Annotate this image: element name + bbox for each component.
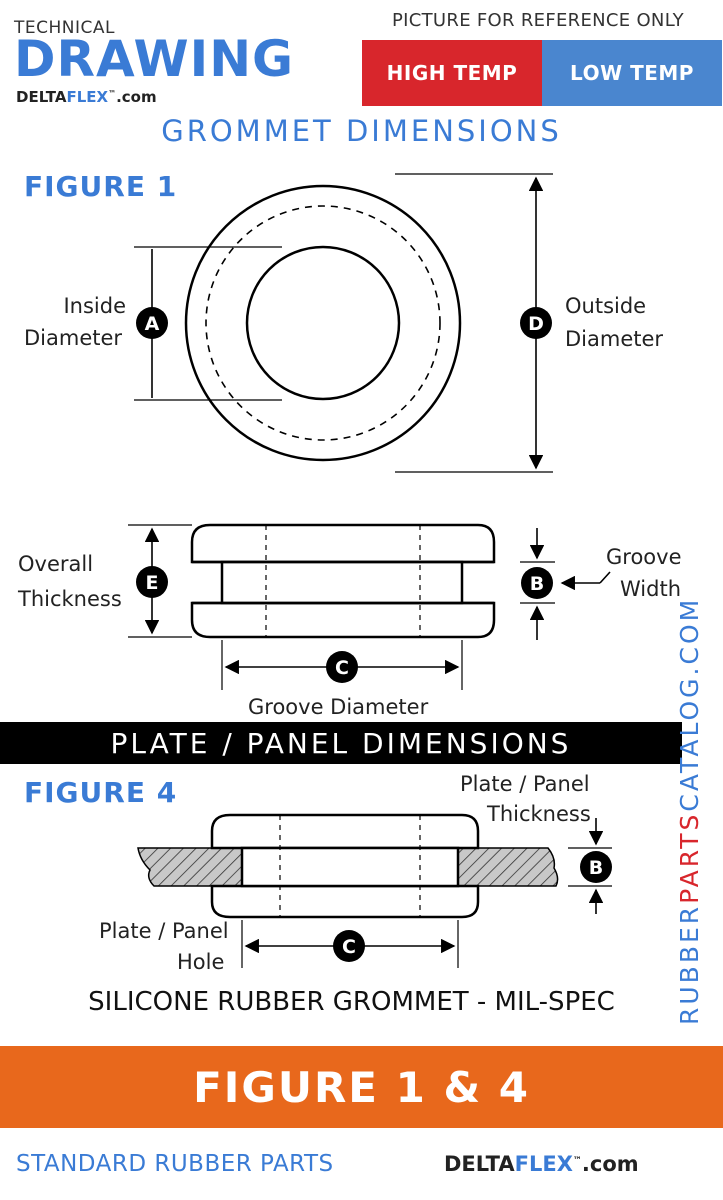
marker-c-grommet: C xyxy=(326,651,358,683)
plate-hole-label-2: Hole xyxy=(177,950,225,974)
technical-label: TECHNICAL xyxy=(14,18,115,38)
inside-diameter-label: Inside xyxy=(63,294,126,318)
low-temp-badge[interactable]: LOW TEMP xyxy=(542,40,722,106)
footer-brand-tm: ™ xyxy=(572,1156,582,1166)
grommet-dimensions-title: GROMMET DIMENSIONS xyxy=(161,114,562,148)
product-title: SILICONE RUBBER GROMMET - MIL-SPEC xyxy=(88,987,615,1017)
drawing-title: DRAWING xyxy=(14,30,295,88)
marker-b-plate: B xyxy=(580,851,612,883)
footer-brand-flex: FLEX xyxy=(514,1152,573,1176)
side-text-catalog: CATALOG xyxy=(675,675,704,812)
footer-brand-delta: DELTA xyxy=(444,1152,515,1176)
figure-1-label: FIGURE 1 xyxy=(24,170,178,203)
figure-banner: FIGURE 1 & 4 xyxy=(0,1046,723,1128)
brand-tm: ™ xyxy=(108,89,117,98)
outside-diameter-label-2: Diameter xyxy=(565,327,664,351)
svg-text:C: C xyxy=(335,657,349,679)
high-temp-badge[interactable]: HIGH TEMP xyxy=(362,40,542,106)
footer-brand-com: .com xyxy=(581,1152,639,1176)
svg-text:A: A xyxy=(145,313,160,335)
overall-thickness-label-2: Thickness xyxy=(18,587,122,611)
outside-diameter-label: Outside xyxy=(565,294,647,318)
svg-text:B: B xyxy=(530,573,544,595)
figure-4-label: FIGURE 4 xyxy=(24,776,178,809)
marker-b-grommet: B xyxy=(521,567,553,599)
reference-note: PICTURE FOR REFERENCE ONLY xyxy=(392,10,684,31)
overall-thickness-label: Overall xyxy=(18,552,94,576)
groove-width-label: Groove xyxy=(606,545,682,569)
side-text-parts: PARTS xyxy=(675,811,704,904)
grommet-side-view xyxy=(128,523,611,690)
marker-e: E xyxy=(136,566,168,598)
plate-panel-dimensions-title: PLATE / PANEL DIMENSIONS xyxy=(0,722,682,764)
brand-logo-small[interactable]: DELTAFLEX™.com xyxy=(16,88,157,106)
plate-panel-view xyxy=(137,813,612,968)
rubberpartscatalog-vertical-link[interactable]: RUBBERPARTSCATALOG.COM xyxy=(675,597,704,1025)
groove-diameter-label: Groove Diameter xyxy=(248,695,429,719)
svg-text:D: D xyxy=(528,313,544,335)
plate-thickness-label: Plate / Panel xyxy=(460,772,590,796)
plate-hole-label: Plate / Panel xyxy=(99,919,229,943)
marker-a: A xyxy=(136,307,168,339)
marker-d: D xyxy=(520,307,552,339)
svg-text:B: B xyxy=(589,857,603,879)
marker-c-plate: C xyxy=(333,930,365,962)
standard-rubber-parts-link[interactable]: STANDARD RUBBER PARTS xyxy=(16,1151,334,1177)
brand-delta: DELTA xyxy=(16,88,67,106)
svg-text:C: C xyxy=(342,936,356,958)
brand-flex: FLEX xyxy=(66,88,109,106)
svg-text:E: E xyxy=(146,572,159,594)
brand-logo-footer[interactable]: DELTAFLEX™.com xyxy=(444,1152,639,1176)
temp-badges: HIGH TEMP LOW TEMP xyxy=(362,40,722,106)
brand-com: .com xyxy=(116,88,157,106)
grommet-top-view xyxy=(134,173,553,473)
side-text-com: .COM xyxy=(675,596,704,676)
inside-diameter-label-2: Diameter xyxy=(24,326,123,350)
plate-thickness-label-2: Thickness xyxy=(487,802,591,826)
groove-width-label-2: Width xyxy=(620,577,682,601)
